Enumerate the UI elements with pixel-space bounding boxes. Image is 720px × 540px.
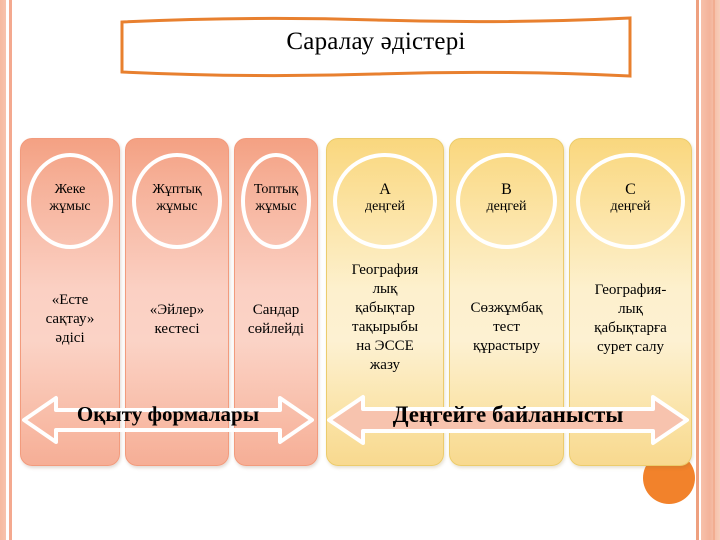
right-edge-line-outer [713,0,715,540]
card-heading-line2: деңгей [364,199,406,214]
ellipse-outline-5 [456,153,557,249]
card-heading-4: А деңгей [331,181,439,215]
double-arrow-right-icon [327,394,689,446]
card-body-2: «Эйлер»кестесі [149,302,205,337]
card-heading-line1: Топтық [253,182,299,197]
arrow-right-label: Деңгейге байланысты [392,402,624,427]
card-heading-line1: Жеке [54,182,86,197]
double-arrow-left-icon [22,394,314,446]
card-heading-line1: А [379,181,391,198]
card-heading-line2: деңгей [610,199,651,214]
card-heading-line1: В [501,181,512,198]
ellipse-outline-4 [333,153,437,249]
ellipse-outline-2 [132,153,222,249]
card-heading-2: Жұптық жұмыс [130,181,224,215]
page-title: Саралау әдістері [286,28,466,55]
right-edge-band [701,0,720,540]
card-heading-line2: жұмыс [156,199,198,214]
left-edge-band [0,0,6,540]
arrow-left-label: Оқыту формалары [76,402,260,426]
ellipse-outline-3 [241,153,311,249]
card-heading-5: В деңгей [454,181,559,215]
card-heading-line2: жұмыс [49,199,91,214]
ellipse-outline-1 [27,153,113,249]
left-edge-line [9,0,12,540]
right-edge-line-inner [696,0,699,540]
card-heading-line2: жұмыс [255,199,297,214]
card-heading-line2: деңгей [486,199,527,214]
card-heading-line1: Жұптық [152,182,202,197]
card-heading-6: С деңгей [574,181,687,215]
card-heading-3: Топтық жұмыс [239,181,313,215]
title-ribbon-shape [118,16,634,82]
ellipse-outline-6 [576,153,685,249]
card-heading-line1: С [625,181,636,198]
card-heading-1: Жеке жұмыс [25,181,115,215]
